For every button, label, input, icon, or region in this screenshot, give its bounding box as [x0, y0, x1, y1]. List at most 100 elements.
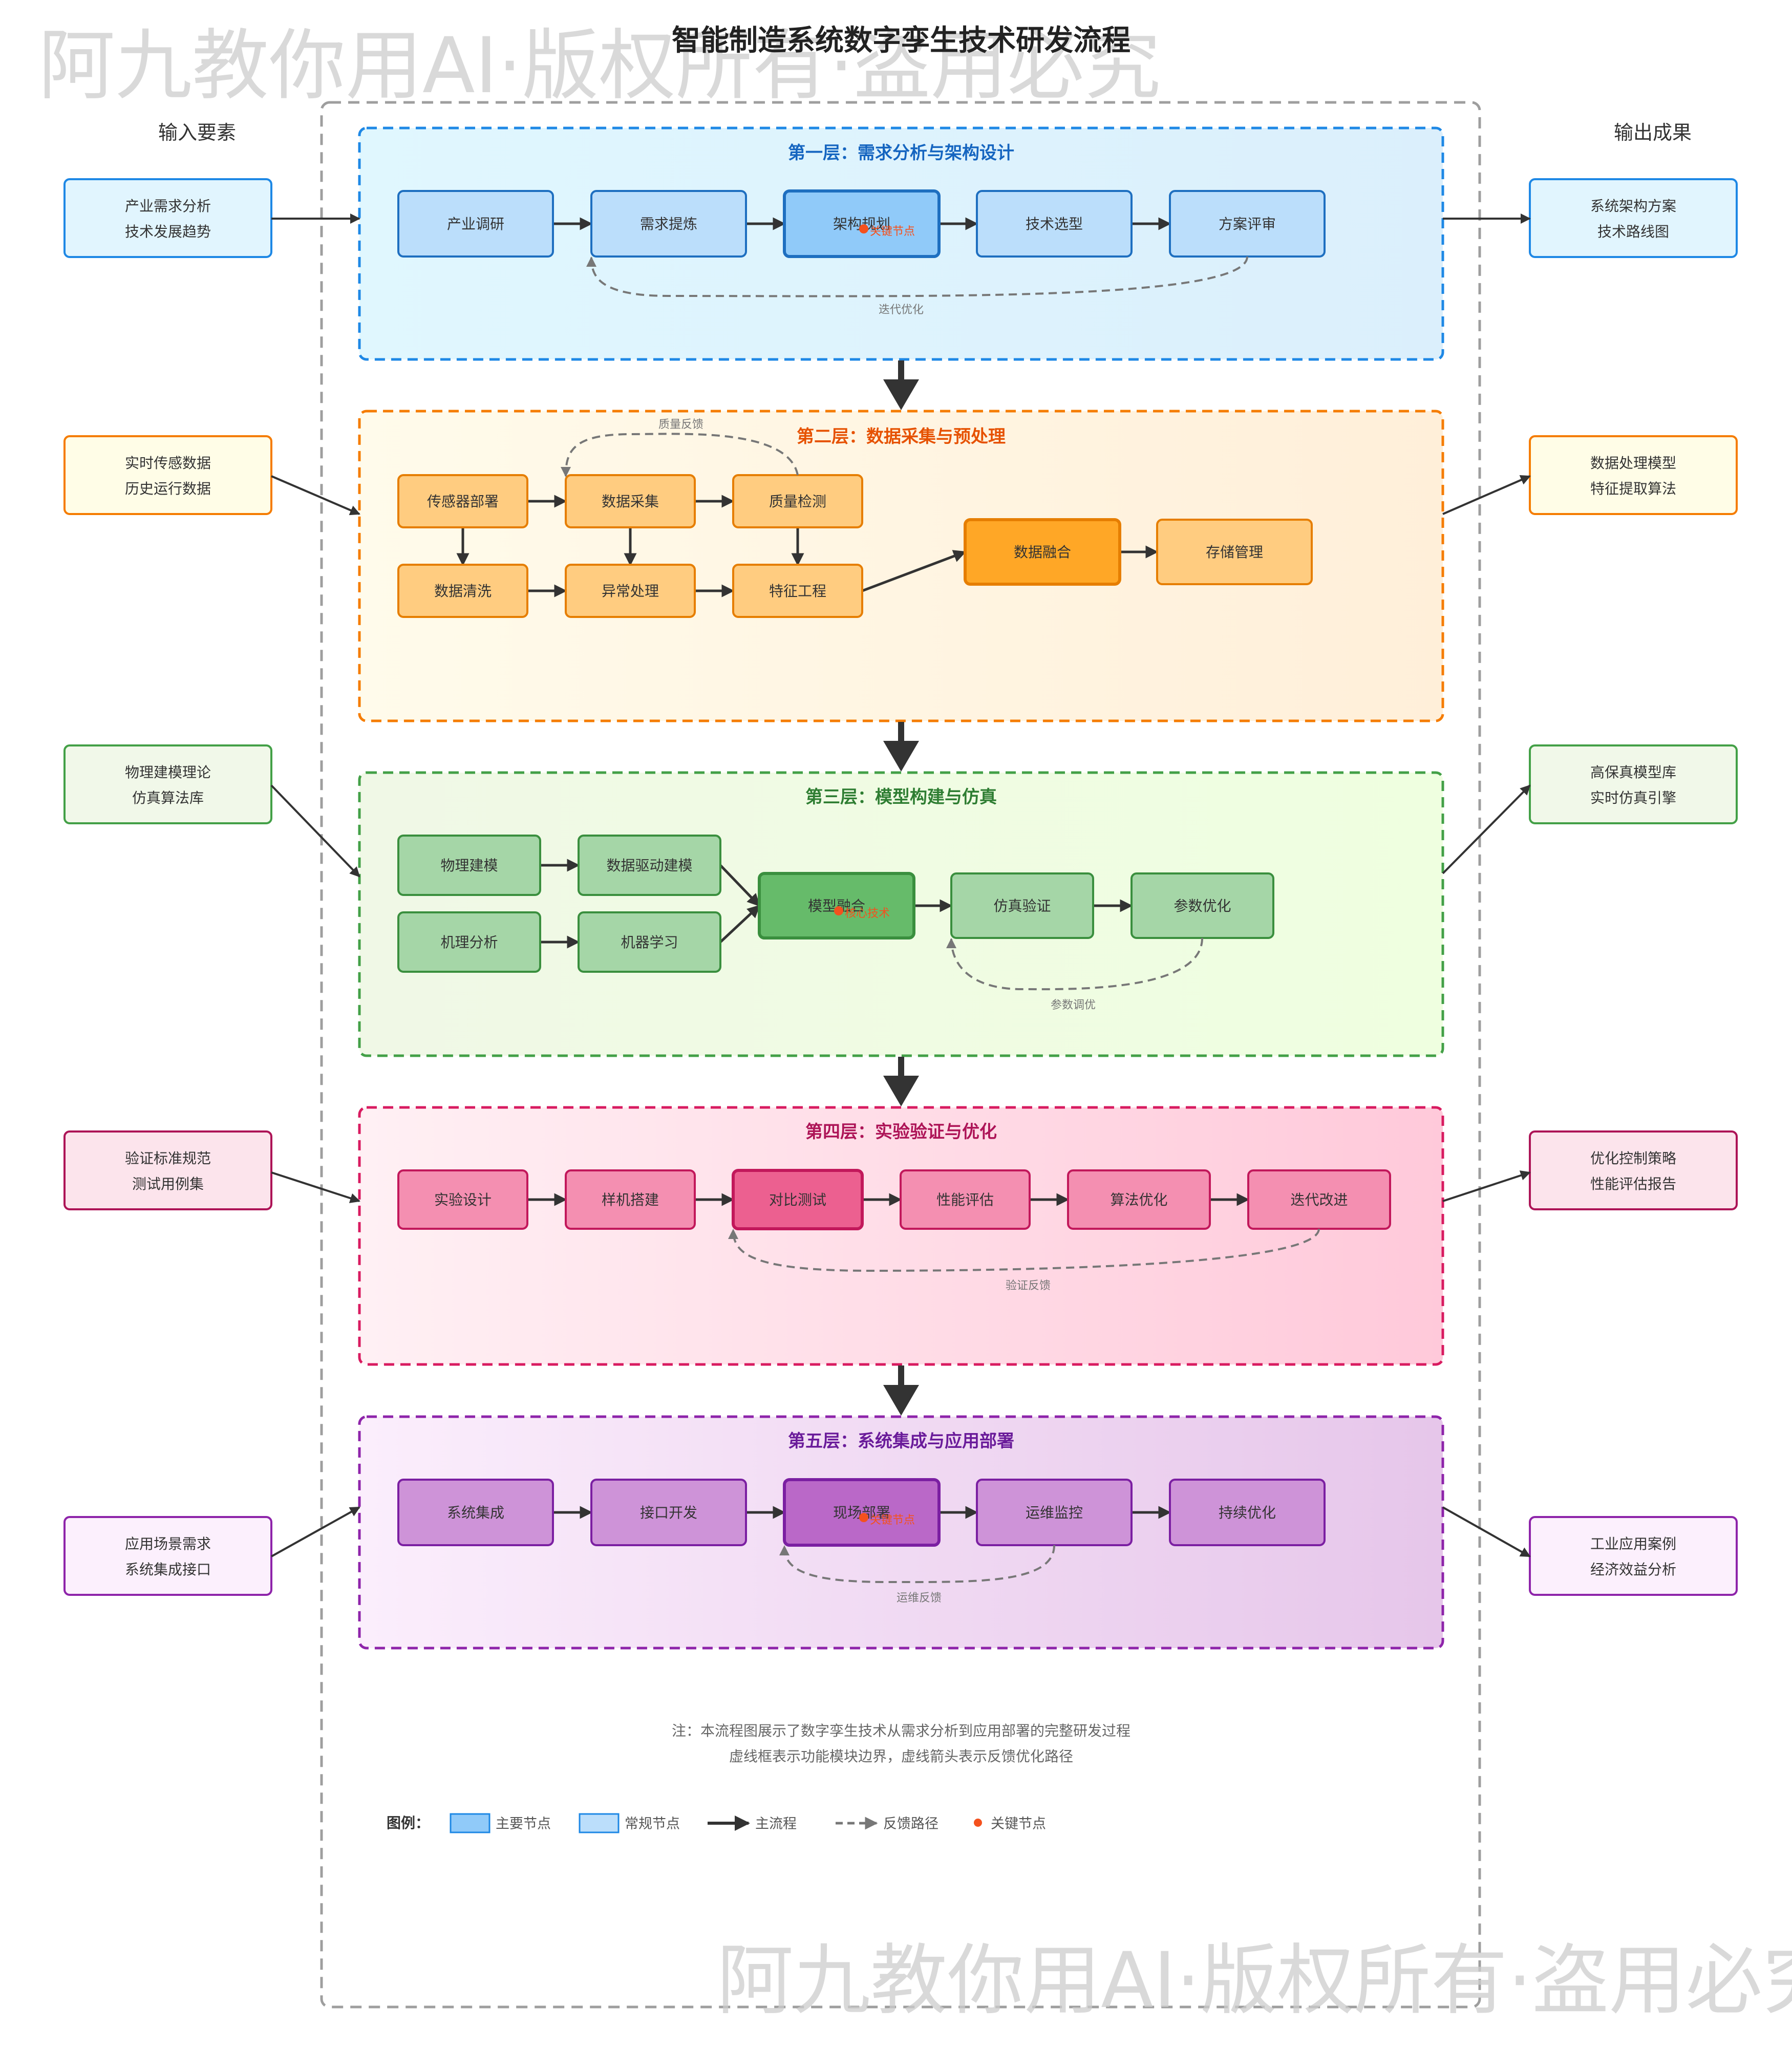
node-box: [397, 564, 528, 618]
note-line-2: 虚线框表示功能模块边界，虚线箭头表示反馈优化路径: [729, 1748, 1073, 1765]
node-label: 机器学习: [621, 934, 678, 951]
flow-arrow: [862, 550, 967, 592]
legend-normal-node-label: 常规节点: [625, 1816, 680, 1832]
input-line-2: 历史运行数据: [125, 480, 211, 497]
output-header: 输出成果: [1614, 121, 1692, 144]
node-l1n2: 需求提炼: [590, 190, 747, 258]
layer-5: 第五层：系统集成与应用部署系统集成接口开发现场部署关键节点运维监控持续优化运维反…: [358, 1415, 1444, 1650]
input-arrow: [271, 1506, 360, 1557]
layer-transition-arrow-3: [883, 1057, 919, 1106]
output-line-2: 技术路线图: [1597, 223, 1669, 240]
node-box: [950, 872, 1094, 939]
input-box-frame: [63, 178, 272, 258]
layer-3-title: 第三层：模型构建与仿真: [805, 787, 997, 807]
node-label: 对比测试: [769, 1191, 826, 1208]
node-l3n1: 物理建模: [397, 835, 541, 896]
node-l4n4: 性能评估: [900, 1169, 1031, 1230]
node-label: 数据融合: [1014, 544, 1071, 561]
node-l1n5: 方案评审: [1169, 190, 1326, 258]
feedback-arrow: [946, 937, 1203, 991]
input-line-2: 系统集成接口: [125, 1561, 211, 1578]
legend-key-node-dot: [974, 1819, 982, 1827]
node-label: 技术选型: [1026, 216, 1083, 232]
transition-head: [883, 1076, 919, 1106]
node-label: 运维监控: [1026, 1504, 1083, 1521]
node-l3n7: 参数优化: [1130, 872, 1274, 939]
node-label: 数据清洗: [434, 583, 492, 600]
output-line-2: 性能评估报告: [1590, 1176, 1676, 1192]
key-node-badge: 核心技术: [845, 907, 890, 920]
feedback-arrow: [728, 1228, 1320, 1272]
layer-transition-arrow-1: [883, 360, 919, 410]
legend-main-node-label: 主要节点: [496, 1816, 551, 1832]
flow-arrow: [719, 864, 760, 907]
node-label: 仿真验证: [993, 898, 1051, 914]
node-label: 数据采集: [602, 493, 659, 510]
feedback-arrow: [561, 433, 799, 477]
output-arrow: [1442, 1170, 1531, 1202]
node-l2n5: 异常处理: [565, 564, 696, 618]
key-node-dot: [859, 1513, 868, 1522]
layers: 第一层：需求分析与架构设计产业调研需求提炼架构规划关键节点技术选型方案评审迭代优…: [358, 126, 1444, 1650]
node-l1n4: 技术选型: [976, 190, 1133, 258]
feedback-label: 质量反馈: [658, 418, 703, 431]
node-l2n3: 质量检测: [732, 474, 863, 528]
node-label: 数据驱动建模: [606, 857, 692, 874]
node-box: [900, 1169, 1031, 1230]
note-line-1: 注：本流程图展示了数字孪生技术从需求分析到应用部署的完整研发过程: [672, 1722, 1130, 1739]
flow-arrow: [719, 905, 760, 943]
node-box: [397, 1479, 554, 1546]
output-line-1: 工业应用案例: [1590, 1535, 1676, 1552]
input-line-1: 应用场景需求: [125, 1535, 211, 1552]
watermark-bottom: 阿九教你用AI·版权所有·盗用必究: [717, 1936, 1792, 2025]
output-arrow: [1442, 475, 1531, 515]
node-box: [976, 190, 1133, 258]
node-label: 迭代改进: [1290, 1191, 1348, 1208]
node-box: [1156, 519, 1313, 585]
node-l2n7: 数据融合: [964, 518, 1121, 586]
output-line-2: 实时仿真引擎: [1590, 789, 1676, 806]
input-box-frame: [63, 435, 272, 515]
node-label: 需求提炼: [640, 216, 697, 232]
output-line-1: 高保真模型库: [1590, 764, 1676, 781]
node-box: [590, 190, 747, 258]
node-box: [732, 564, 863, 618]
node-label: 参数优化: [1174, 898, 1231, 914]
node-l5n1: 系统集成: [397, 1479, 554, 1546]
node-box: [1067, 1169, 1211, 1230]
node-l2n6: 特征工程: [732, 564, 863, 618]
legend-title: 图例：: [387, 1814, 430, 1831]
node-l2n4: 数据清洗: [397, 564, 528, 618]
input-box-frame: [63, 1516, 272, 1596]
node-box: [590, 1479, 747, 1546]
node-label: 机理分析: [440, 934, 498, 951]
layer-5-title: 第五层：系统集成与应用部署: [788, 1431, 1014, 1451]
side-boxes: 产业需求分析技术发展趋势实时传感数据历史运行数据物理建模理论仿真算法库验证标准规…: [63, 178, 1738, 1596]
node-box: [565, 564, 696, 618]
node-l3n3: 机理分析: [397, 911, 541, 973]
output-line-1: 优化控制策略: [1590, 1150, 1676, 1167]
node-l3n4: 机器学习: [578, 911, 721, 973]
layer-transition-arrow-2: [883, 722, 919, 772]
output-arrow: [1442, 784, 1531, 874]
node-box: [578, 835, 721, 896]
input-line-1: 物理建模理论: [125, 764, 211, 781]
input-arrow: [271, 475, 360, 516]
feedback-arrow: [779, 1545, 1055, 1584]
node-box: [758, 872, 915, 939]
output-box-frame: [1529, 435, 1738, 515]
legend-main-node-swatch: [450, 1813, 490, 1833]
node-l4n5: 算法优化: [1067, 1169, 1211, 1230]
node-box: [397, 190, 554, 258]
node-l4n6: 迭代改进: [1247, 1169, 1391, 1230]
node-l2n2: 数据采集: [565, 474, 696, 528]
